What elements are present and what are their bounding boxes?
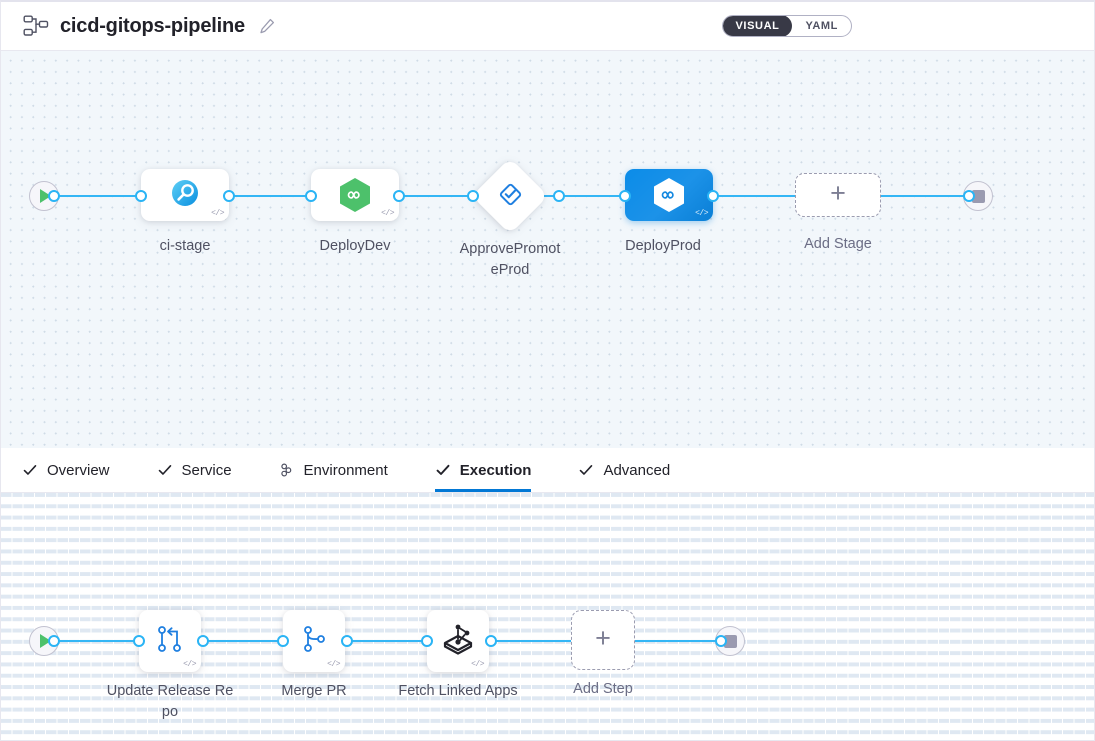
check-icon xyxy=(435,462,451,478)
check-icon xyxy=(157,462,173,478)
toggle-option-visual[interactable]: VISUAL xyxy=(722,16,793,36)
edge-fetch-linked-apps-to-addstep xyxy=(485,640,571,642)
pencil-edit-icon[interactable] xyxy=(259,18,275,34)
edge-deploydev-to-approval xyxy=(393,195,498,197)
port-step-start-out[interactable] xyxy=(48,635,60,647)
tab-service[interactable]: Service xyxy=(157,448,252,492)
port-fetch-linked-apps-out[interactable] xyxy=(485,635,497,647)
port-deployprod-in[interactable] xyxy=(619,190,631,202)
port-merge-pr-out[interactable] xyxy=(341,635,353,647)
stage-tabs[interactable]: Overview Service Environment Execution xyxy=(1,448,1094,493)
code-badge: </> xyxy=(695,209,708,218)
step-label-merge-pr: Merge PR xyxy=(281,683,347,699)
visual-yaml-toggle[interactable]: VISUAL YAML xyxy=(721,15,852,37)
play-icon xyxy=(40,189,51,203)
add-step-label: Add Step xyxy=(573,681,633,697)
stage-label-deployprod: DeployProd xyxy=(625,238,701,254)
port-stage-start-out[interactable] xyxy=(48,190,60,202)
stage-label-approvepromoteprod: ApprovePromoteProd xyxy=(459,241,561,278)
edge-merge-pr-to-fetch-linked-apps xyxy=(341,640,437,642)
tab-environment[interactable]: Environment xyxy=(279,448,408,492)
port-deploydev-out[interactable] xyxy=(393,190,405,202)
tab-label: Environment xyxy=(303,461,388,479)
stage-node-approvepromoteprod[interactable] xyxy=(471,157,549,235)
git-merge-pr-icon xyxy=(297,622,331,661)
stage-node-deployprod[interactable]: </> xyxy=(625,169,713,221)
port-merge-pr-in[interactable] xyxy=(277,635,289,647)
port-approval-in[interactable] xyxy=(467,190,479,202)
step-label-fetch-linked-apps: Fetch Linked Apps xyxy=(398,683,518,699)
tab-execution[interactable]: Execution xyxy=(434,448,552,492)
tab-label: Service xyxy=(181,461,232,479)
diamond-content xyxy=(483,169,537,223)
tab-label: Execution xyxy=(459,461,532,479)
harness-hexagon-icon xyxy=(340,178,370,212)
tab-label: Advanced xyxy=(603,461,671,479)
execution-steps-canvas[interactable]: </> Update Release Repo </> Merge PR xyxy=(1,493,1094,740)
stage-label-ci-stage: ci-stage xyxy=(159,238,211,254)
port-deploydev-in[interactable] xyxy=(305,190,317,202)
harness-hexagon-icon xyxy=(654,178,684,212)
code-badge: </> xyxy=(327,660,340,669)
tab-advanced[interactable]: Advanced xyxy=(578,448,690,492)
stop-icon xyxy=(723,634,737,648)
stage-label-deploydev: DeployDev xyxy=(319,238,391,254)
add-stage-label: Add Stage xyxy=(804,236,872,252)
port-step-end-in[interactable] xyxy=(715,635,727,647)
stage-canvas[interactable]: </> ci-stage </> DeployDev xyxy=(1,51,1094,448)
port-approval-out[interactable] xyxy=(553,190,565,202)
approval-diamond-check-icon xyxy=(495,179,525,214)
plus-icon: + xyxy=(830,178,846,208)
port-stage-end-in[interactable] xyxy=(963,190,975,202)
stage-node-deploydev[interactable]: </> xyxy=(311,169,399,221)
page-title: cicd-gitops-pipeline xyxy=(60,14,245,37)
step-label-update-release-repo: Update Release Repo xyxy=(106,683,234,720)
port-fetch-linked-apps-in[interactable] xyxy=(421,635,433,647)
edge-addstep-to-end xyxy=(635,640,723,642)
edge-start-to-update-release-repo xyxy=(53,640,149,642)
git-update-release-repo-icon xyxy=(152,622,188,661)
plus-icon: + xyxy=(595,623,611,653)
add-stage-button[interactable]: + xyxy=(795,173,881,217)
step-node-update-release-repo[interactable]: </> xyxy=(139,610,201,672)
toggle-option-yaml[interactable]: YAML xyxy=(805,20,838,32)
harness-ci-icon xyxy=(170,178,200,213)
tab-overview[interactable]: Overview xyxy=(22,448,130,492)
infrastructure-icon xyxy=(279,462,295,478)
pipeline-header: cicd-gitops-pipeline VISUAL YAML xyxy=(1,2,1094,51)
edge-deployprod-to-addstage xyxy=(703,195,807,197)
port-deployprod-out[interactable] xyxy=(707,190,719,202)
code-badge: </> xyxy=(183,660,196,669)
edge-ci-to-deploydev xyxy=(223,195,326,197)
play-icon xyxy=(40,634,51,648)
step-node-fetch-linked-apps[interactable]: </> xyxy=(427,610,489,672)
tab-label: Overview xyxy=(47,461,110,479)
port-update-release-repo-out[interactable] xyxy=(197,635,209,647)
add-step-button[interactable]: + xyxy=(571,610,635,670)
gitops-fetch-linked-apps-icon xyxy=(439,621,477,662)
stage-node-ci-stage[interactable]: </> xyxy=(141,169,229,221)
port-update-release-repo-in[interactable] xyxy=(133,635,145,647)
check-icon xyxy=(578,462,594,478)
edge-addstage-to-end xyxy=(873,195,971,197)
code-badge: </> xyxy=(471,660,484,669)
edge-approval-to-deployprod xyxy=(531,195,631,197)
stop-icon xyxy=(971,189,985,203)
port-ci-stage-in[interactable] xyxy=(135,190,147,202)
code-badge: </> xyxy=(381,209,394,218)
edge-start-to-ci xyxy=(53,195,149,197)
pipeline-nodes-icon xyxy=(23,15,49,37)
code-badge: </> xyxy=(211,209,224,218)
port-ci-stage-out[interactable] xyxy=(223,190,235,202)
step-node-merge-pr[interactable]: </> xyxy=(283,610,345,672)
check-icon xyxy=(22,462,38,478)
edge-update-release-repo-to-merge-pr xyxy=(197,640,293,642)
